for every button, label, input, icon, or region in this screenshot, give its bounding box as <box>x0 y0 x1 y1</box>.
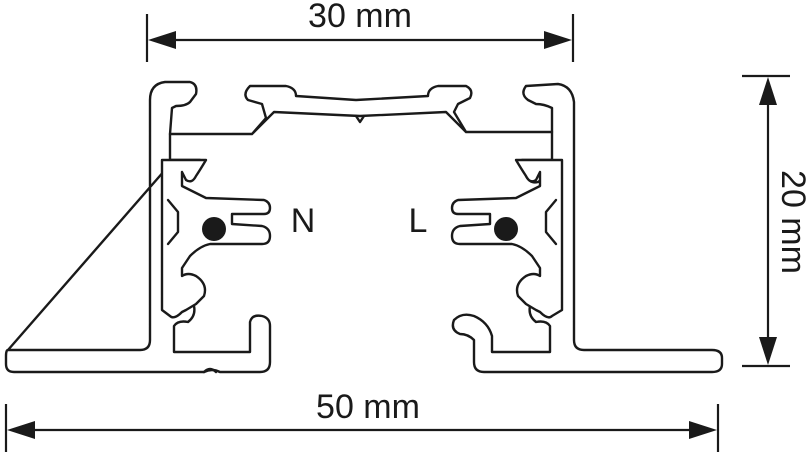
height-dimension: 20 mm <box>742 74 812 368</box>
neutral-conductor-dot <box>202 217 226 241</box>
arrowhead-right-top <box>759 77 777 105</box>
live-conductor-dot <box>494 217 518 241</box>
neutral-label: N <box>291 202 316 240</box>
bottom-width-dimension: 50 mm <box>4 388 720 452</box>
top-center-notch <box>354 114 366 124</box>
arrowhead-top-left <box>148 31 176 49</box>
height-label: 20 mm <box>774 170 812 274</box>
live-label: L <box>409 202 428 240</box>
top-width-dimension: 30 mm <box>145 0 575 62</box>
track-profile <box>4 80 724 374</box>
arrowhead-top-right <box>544 31 572 49</box>
left-chamber-slot <box>166 198 180 246</box>
top-width-label: 30 mm <box>308 0 412 35</box>
right-chamber-slot <box>544 198 558 246</box>
arrowhead-bottom-right <box>689 421 717 439</box>
bottom-flange-notch <box>202 367 218 374</box>
arrowhead-bottom-left <box>7 421 35 439</box>
arrowhead-right-bottom <box>759 337 777 365</box>
left-profile-body <box>4 80 724 374</box>
bottom-width-label: 50 mm <box>316 388 420 426</box>
